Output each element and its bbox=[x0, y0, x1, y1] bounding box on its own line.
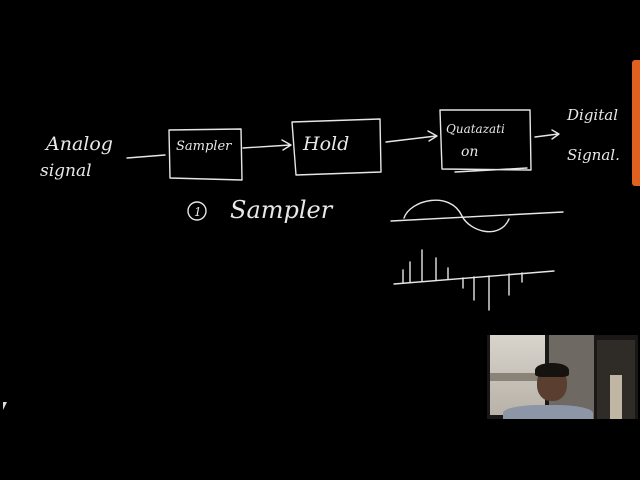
sine-axis bbox=[390, 211, 564, 222]
sample-stems bbox=[402, 249, 523, 311]
quantization-block bbox=[439, 109, 532, 173]
output-label-line2: Signal. bbox=[567, 146, 620, 164]
input-label-line2: signal bbox=[40, 161, 92, 181]
quantization-label-line2: on bbox=[461, 144, 478, 160]
section-number-circle bbox=[187, 201, 207, 221]
section-number: 1 bbox=[194, 205, 202, 219]
mouse-cursor-icon bbox=[3, 402, 7, 410]
section-title: Sampler bbox=[230, 196, 334, 224]
hold-block bbox=[291, 118, 382, 176]
arrow-sampler-to-hold bbox=[242, 139, 292, 151]
output-label-line1: Digital bbox=[566, 106, 618, 124]
hold-block-label: Hold bbox=[302, 133, 349, 155]
output-arrow bbox=[534, 129, 560, 140]
sampler-block bbox=[168, 128, 243, 181]
side-panel-tab[interactable] bbox=[632, 60, 640, 186]
webcam-video bbox=[487, 335, 638, 419]
sampler-block-label: Sampler bbox=[176, 139, 232, 154]
input-arrow-line bbox=[126, 154, 166, 159]
input-label-line1: Analog bbox=[44, 133, 113, 155]
sine-wave-sketch bbox=[403, 199, 510, 233]
arrow-hold-to-quantization bbox=[385, 130, 438, 143]
quantization-label-line1: Quatazati bbox=[446, 122, 505, 136]
